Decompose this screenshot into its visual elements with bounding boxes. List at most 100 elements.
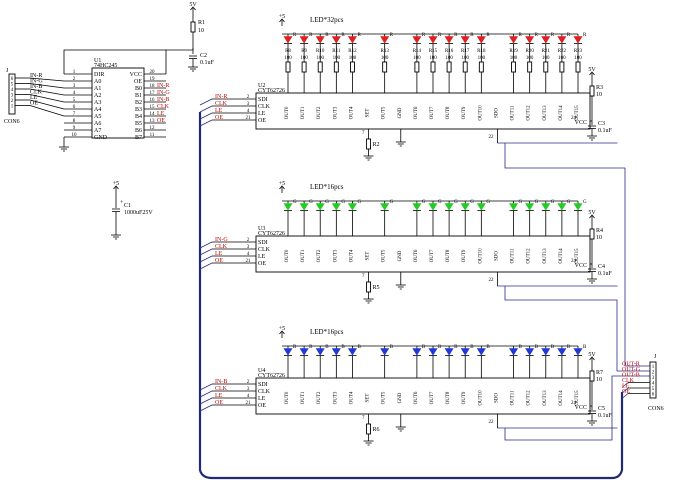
driver-pin-name: OUT1	[301, 391, 306, 404]
led-triangle	[380, 203, 390, 211]
series-resistor	[333, 61, 339, 73]
bus-entry	[621, 382, 629, 388]
cdec-value: 0.1uF	[598, 271, 613, 277]
led-triangle	[444, 203, 454, 211]
supply-label: 5V	[189, 2, 197, 8]
rdec-value: 10	[596, 235, 602, 241]
led-letter: B	[486, 345, 490, 350]
series-resistor-ref: R10	[316, 49, 325, 54]
led-letter: B	[470, 345, 474, 350]
led	[525, 348, 535, 356]
led-letter: B	[551, 345, 555, 350]
u1-input-net: LE	[30, 95, 38, 101]
led-letter: G	[551, 200, 555, 205]
u1-pin-name: A5	[94, 114, 101, 120]
led-triangle	[541, 348, 551, 356]
led	[315, 203, 325, 211]
connector-right-pin-num: 2	[652, 371, 655, 376]
connector-right-net: OE	[622, 389, 630, 395]
supply-label: +5	[279, 326, 285, 332]
led-letter: R	[551, 33, 555, 38]
led	[347, 348, 357, 356]
sdo-route-b	[504, 375, 650, 441]
led-letter: B	[567, 345, 571, 350]
driver-pin-name: OUT12	[527, 390, 532, 406]
rdec-ref: R4	[596, 228, 603, 234]
led-letter: G	[470, 200, 474, 205]
series-resistor-ref: R18	[477, 49, 486, 54]
driver-pin-name: OUT10	[478, 390, 483, 406]
driver-pin-name: OUT5	[382, 391, 387, 404]
led	[573, 203, 583, 211]
led	[331, 348, 341, 356]
series-resistor	[511, 61, 517, 73]
led	[412, 348, 422, 356]
driver-pin-name: OUT11	[511, 390, 516, 406]
led-triangle	[412, 36, 422, 44]
led	[509, 348, 519, 356]
driver-input-net: OE	[215, 115, 223, 121]
driver-pin-name: GND	[398, 107, 403, 118]
led-triangle	[380, 36, 390, 44]
led	[460, 203, 470, 211]
series-resistor-value: 100	[526, 56, 534, 61]
driver-pin-name: OUT3	[333, 249, 338, 262]
bus-line	[198, 112, 624, 480]
led	[331, 203, 341, 211]
capacitor-c3	[588, 125, 596, 129]
led-letter: R	[454, 33, 458, 38]
driver-input-net: LE	[215, 393, 223, 399]
led-triangle	[299, 36, 309, 44]
led	[412, 203, 422, 211]
u1-pin-name: GND	[94, 135, 108, 141]
bus-entry	[199, 390, 213, 398]
ground-cdec	[587, 418, 597, 426]
u1-pin-name: A6	[94, 121, 101, 127]
driver-pin-name: OUT3	[333, 106, 338, 119]
net-wire	[29, 94, 65, 103]
led-triangle	[557, 348, 567, 356]
series-resistor	[462, 61, 468, 73]
driver-input-net: OE	[215, 400, 223, 406]
led-letter: G	[293, 200, 297, 205]
c1-polarity: +	[120, 200, 124, 206]
led-letter: G	[583, 200, 587, 205]
ground-set	[363, 296, 374, 304]
led-letter: R	[535, 33, 539, 38]
led-letter: R	[519, 33, 523, 38]
u1-pin-name: B4	[135, 114, 142, 120]
led-triangle	[460, 348, 470, 356]
c2-value: 0.1uF	[200, 60, 215, 66]
u1-pin-name: A0	[94, 79, 101, 85]
driver-input-num: 21	[246, 259, 252, 264]
driver-input-net: IN-R	[215, 94, 227, 100]
series-resistor-value: 100	[510, 56, 518, 61]
capacitor-c5	[588, 410, 596, 414]
led-letter: G	[486, 200, 490, 205]
u1-output-net: IN-B	[157, 97, 169, 103]
driver-pin-name: OUT2	[317, 106, 322, 119]
connector-left-pin-num: 5	[11, 83, 14, 88]
connector-right-pin-num: 6	[652, 393, 655, 398]
series-resistor-ref: R13	[380, 49, 389, 54]
led-triangle	[460, 203, 470, 211]
ground-gnd	[395, 424, 406, 432]
capacitor-c4	[588, 268, 596, 272]
led	[525, 36, 535, 44]
series-resistor-ref: R11	[332, 49, 341, 54]
u1-pin-num: 4	[73, 91, 76, 96]
cdec-ref: C3	[598, 121, 605, 127]
vcc-pin-name: VCC	[575, 263, 587, 269]
led	[460, 348, 470, 356]
driver-pin-name: OUT14	[559, 105, 564, 121]
set-pin-num: 7	[362, 416, 365, 421]
driver-input-num: 4	[247, 109, 250, 114]
set-resistor-ref: R5	[373, 285, 380, 291]
net-wire	[29, 99, 65, 110]
led-letter: B	[341, 345, 345, 350]
vcc-pin-name: VCC	[575, 120, 587, 126]
driver-pin-name: OUT12	[527, 248, 532, 264]
led-triangle	[380, 348, 390, 356]
